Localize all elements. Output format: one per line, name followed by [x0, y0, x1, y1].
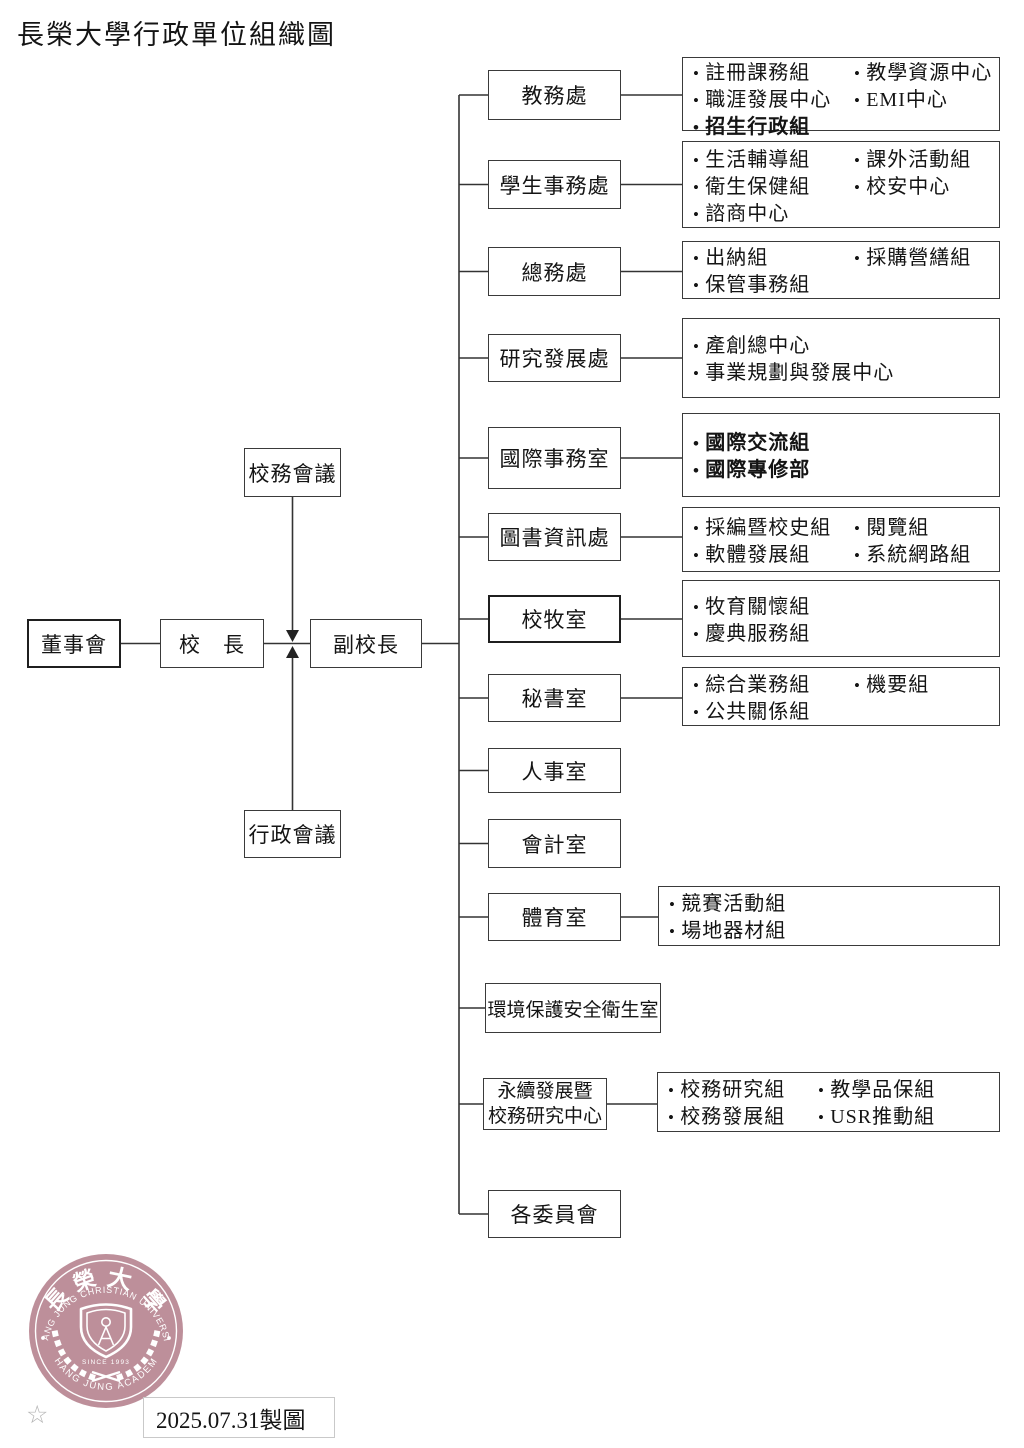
senate-box: 校務會議 [244, 448, 341, 497]
org-unit-item: 綜合業務組 [693, 672, 810, 699]
president-box: 校 長 [160, 619, 264, 668]
board-box: 董事會 [27, 619, 121, 668]
units-column-left: 牧育關懷組慶典服務組 [693, 594, 810, 648]
org-unit-item: 國際交流組 [693, 430, 810, 457]
units-column-left: 註冊課務組職涯發展中心招生行政組 [693, 60, 831, 141]
org-unit-item: 機要組 [854, 672, 929, 699]
org-unit-item: 軟體發展組 [693, 542, 831, 569]
dept-units-box-2: 生活輔導組衛生保健組諮商中心課外活動組校安中心 [682, 141, 1000, 228]
dept-box-14: 各委員會 [488, 1190, 621, 1238]
star-mark: ☆ [26, 1402, 49, 1429]
university-seal: CHANG JUNG CHRISTIAN UNIVERSITY CHANG JU… [29, 1254, 183, 1408]
org-unit-item: 公共關係組 [693, 699, 810, 726]
dept-box-11: 體育室 [488, 893, 621, 941]
dept-box-6: 圖書資訊處 [488, 513, 621, 561]
org-unit-item: 牧育關懷組 [693, 594, 810, 621]
org-unit-item: 事業規劃與發展中心 [693, 360, 894, 387]
seal-wreath [51, 1326, 161, 1383]
date-note-box: 2025.07.31製圖 [143, 1397, 335, 1438]
dept-box-10: 會計室 [488, 819, 621, 868]
dept-units-box-11: 競賽活動組場地器材組 [658, 886, 1000, 946]
org-unit-item: 招生行政組 [693, 114, 831, 141]
units-column-right: 課外活動組校安中心 [854, 147, 971, 201]
dept-units-box-3: 出納組保管事務組 採購營繕組 [682, 241, 1000, 299]
dept-units-box-1: 註冊課務組職涯發展中心招生行政組教學資源中心EMI中心 [682, 57, 1000, 138]
seal-shield [79, 1303, 133, 1359]
org-unit-item: 職涯發展中心 [693, 87, 831, 114]
units-column-left: 競賽活動組場地器材組 [669, 891, 786, 945]
units-column-left: 國際交流組國際專修部 [693, 430, 810, 484]
dept-box-1: 教務處 [488, 70, 621, 120]
units-column-right: 教學資源中心EMI中心 [854, 60, 992, 114]
org-unit-item: 生活輔導組 [693, 147, 810, 174]
org-unit-item: 產創總中心 [693, 333, 894, 360]
org-unit-item: 出納組 [693, 245, 810, 272]
seal-disc [29, 1254, 183, 1408]
org-unit-item: 保管事務組 [693, 272, 810, 299]
org-unit-item: 課外活動組 [854, 147, 971, 174]
org-unit-item: 教學資源中心 [854, 60, 992, 87]
units-column-left: 產創總中心事業規劃與發展中心 [693, 333, 894, 387]
units-column-left: 校務研究組校務發展組 [668, 1077, 785, 1131]
dept-units-box-7: 牧育關懷組慶典服務組 [682, 580, 1000, 657]
org-unit-item: 校安中心 [854, 174, 971, 201]
units-column-left: 採編暨校史組軟體發展組 [693, 515, 831, 569]
org-unit-item: 慶典服務組 [693, 621, 810, 648]
seal-since-text: SINCE 1993 [82, 1359, 130, 1366]
units-column-right: 機要組 [854, 672, 929, 699]
org-unit-item: 教學品保組 [818, 1077, 935, 1104]
dept-units-box-5: 國際交流組國際專修部 [682, 413, 1000, 497]
dept-box-2: 學生事務處 [488, 160, 621, 209]
units-column-left: 綜合業務組公共關係組 [693, 672, 810, 726]
dept-box-5: 國際事務室 [488, 427, 621, 489]
dept-box-9: 人事室 [488, 748, 621, 793]
dept-box-4: 研究發展處 [488, 334, 621, 382]
org-unit-item: 諮商中心 [693, 201, 810, 228]
vice-president-box: 副校長 [310, 619, 422, 668]
dept-units-box-6: 採編暨校史組軟體發展組閱覽組系統網路組 [682, 507, 1000, 572]
org-unit-item: 註冊課務組 [693, 60, 831, 87]
org-unit-item: 衛生保健組 [693, 174, 810, 201]
dept-box-7: 校牧室 [488, 595, 621, 643]
units-column-right: 教學品保組USR推動組 [818, 1077, 935, 1131]
dept-box-8: 秘書室 [488, 674, 621, 722]
org-unit-item: EMI中心 [854, 87, 992, 114]
org-unit-item: 場地器材組 [669, 918, 786, 945]
admin-council-box: 行政會議 [244, 810, 341, 858]
units-column-right: 閱覽組系統網路組 [854, 515, 971, 569]
units-column-left: 出納組保管事務組 [693, 245, 810, 299]
dept-box-3: 總務處 [488, 247, 621, 296]
seal-char-3: 大 [105, 1264, 134, 1295]
org-unit-item: 採購營繕組 [854, 245, 971, 272]
dept-box-13: 永續發展暨 校務研究中心 [483, 1078, 607, 1130]
org-unit-item: 國際專修部 [693, 457, 810, 484]
dept-units-box-13: 校務研究組校務發展組教學品保組USR推動組 [657, 1072, 1000, 1132]
org-unit-item: 閱覽組 [854, 515, 971, 542]
org-unit-item: 校務研究組 [668, 1077, 785, 1104]
org-unit-item: 採編暨校史組 [693, 515, 831, 542]
org-unit-item: 校務發展組 [668, 1104, 785, 1131]
dept-box-12: 環境保護安全衛生室 [485, 983, 661, 1033]
units-column-left: 生活輔導組衛生保健組諮商中心 [693, 147, 810, 228]
dept-units-box-8: 綜合業務組公共關係組 機要組 [682, 667, 1000, 726]
page-title: 長榮大學行政單位組織圖 [17, 20, 336, 50]
dept-units-box-4: 產創總中心事業規劃與發展中心 [682, 318, 1000, 398]
org-unit-item: 系統網路組 [854, 542, 971, 569]
org-unit-item: 競賽活動組 [669, 891, 786, 918]
units-column-right: 採購營繕組 [854, 245, 971, 272]
org-unit-item: USR推動組 [818, 1104, 935, 1131]
